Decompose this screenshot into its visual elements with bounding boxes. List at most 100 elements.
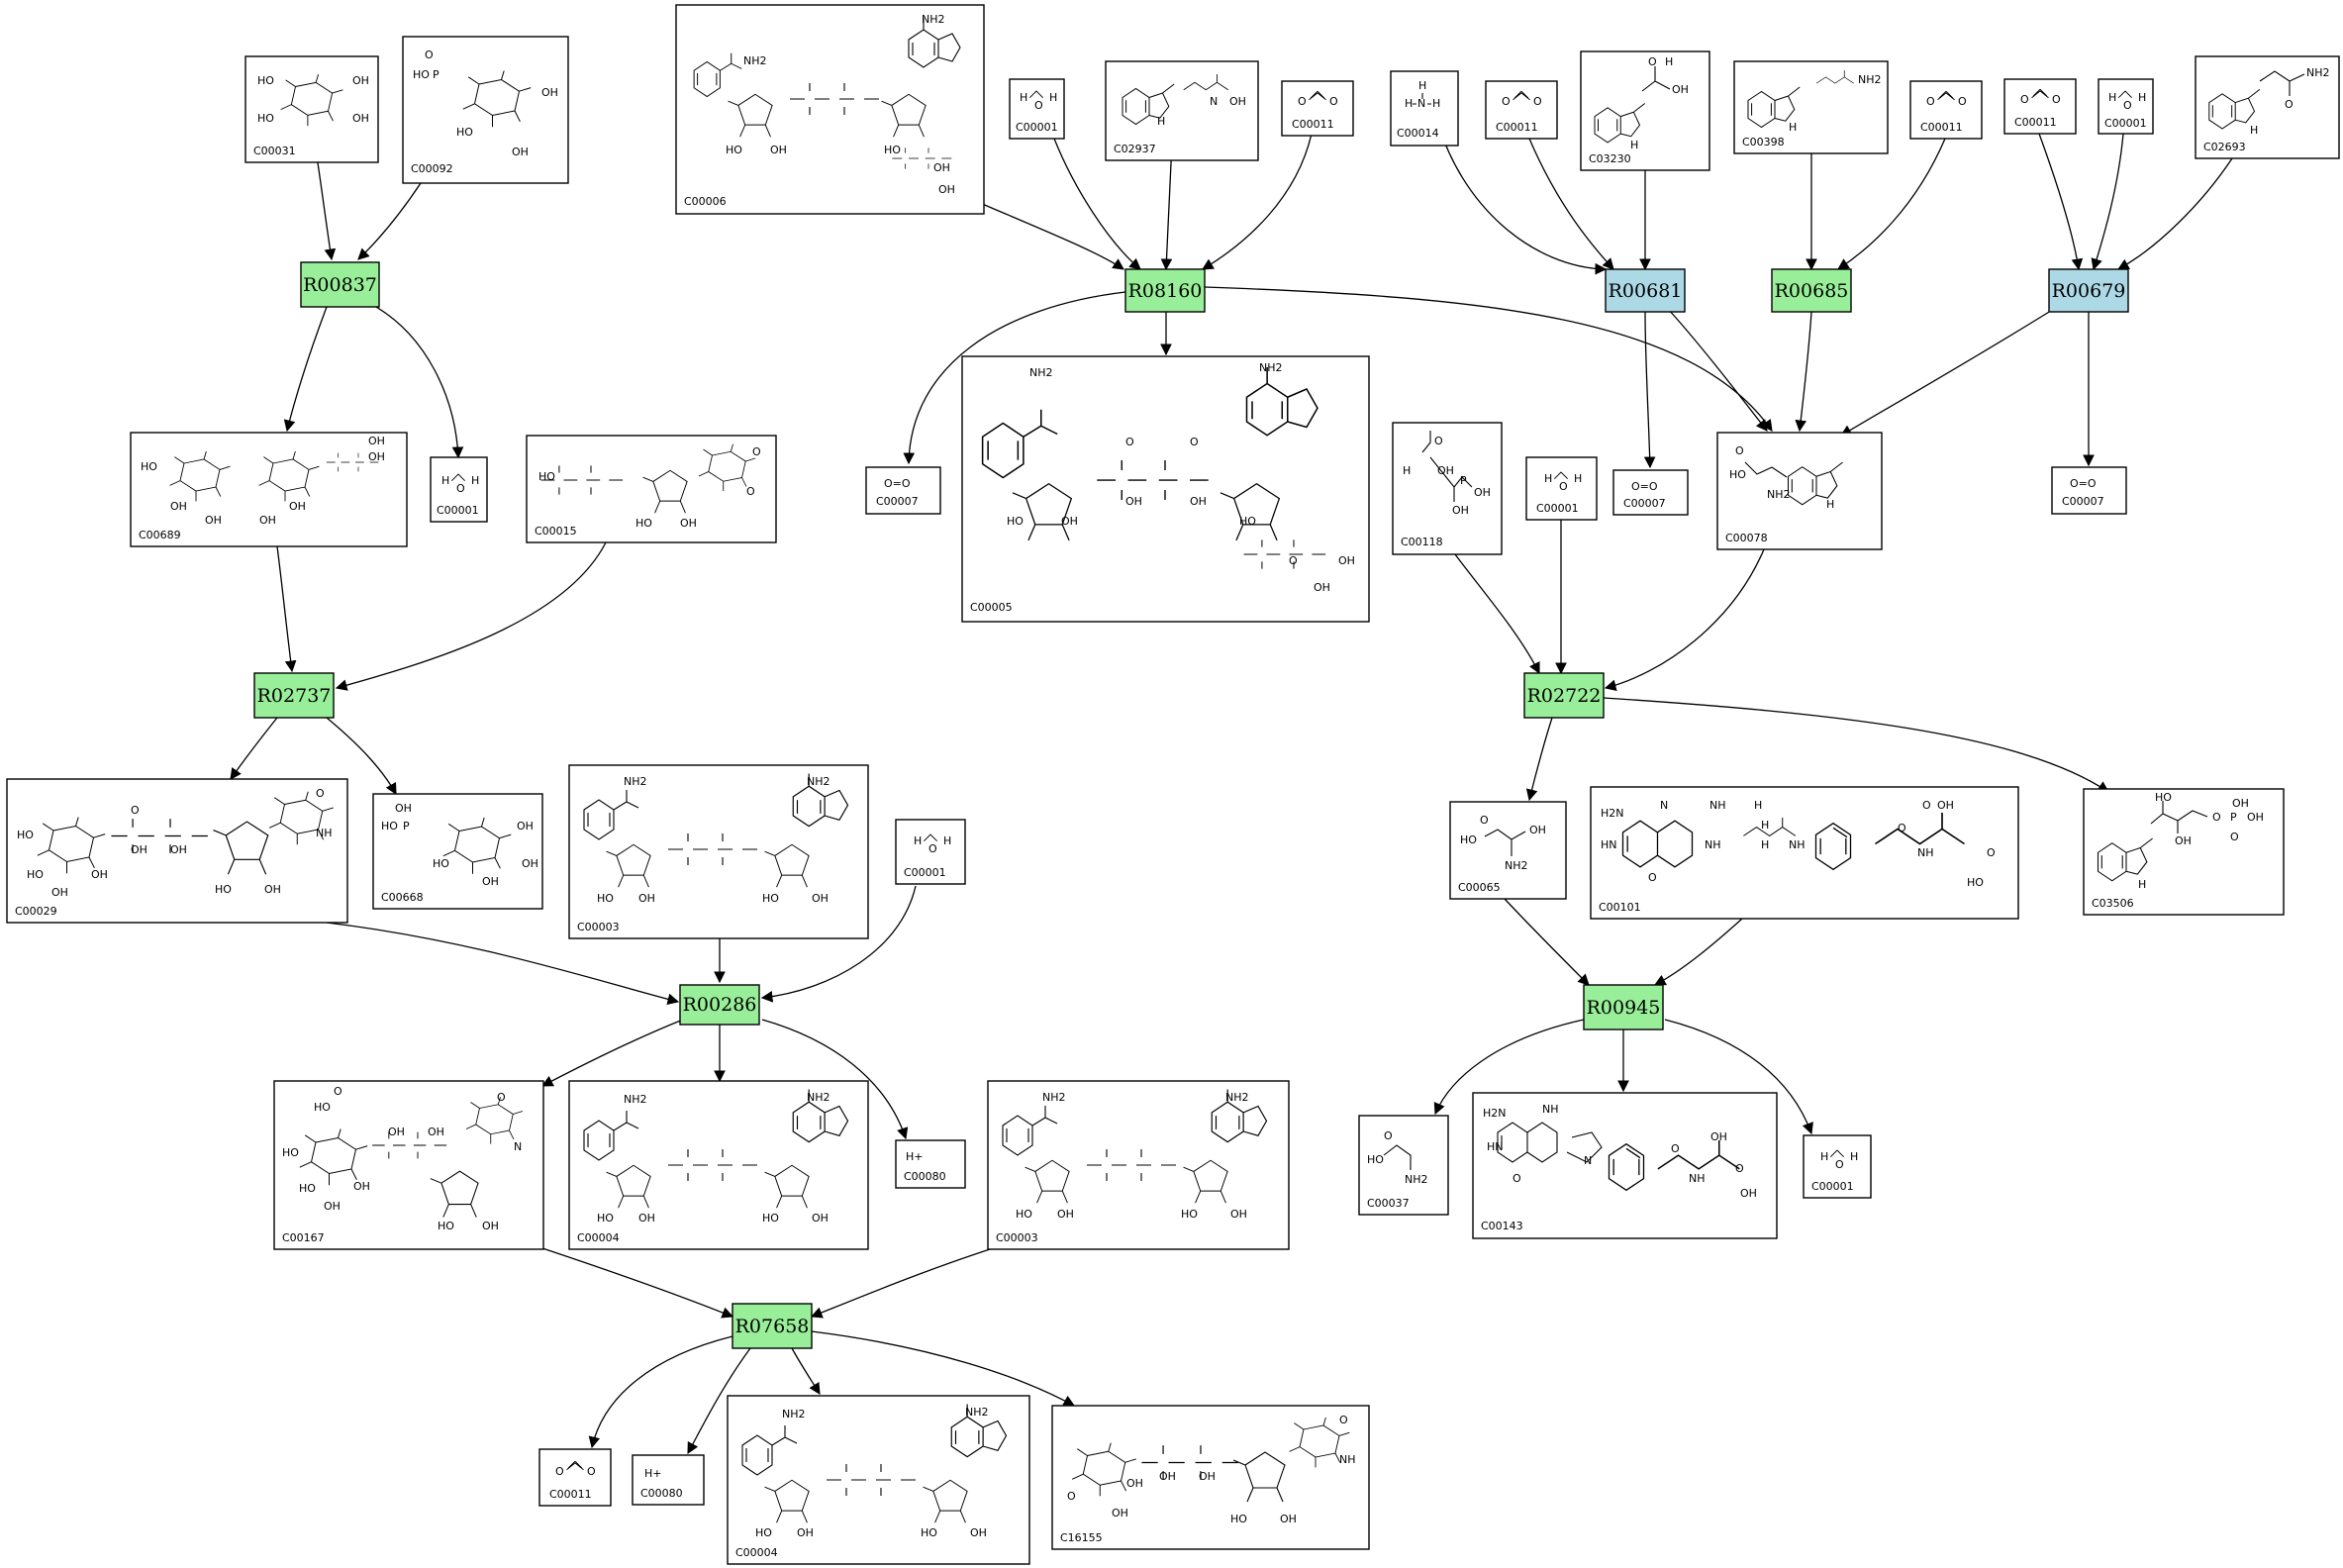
atom-label: HO (456, 126, 473, 139)
compound-c00001-e[interactable]: H O H C00001 (895, 819, 966, 885)
compound-c00080-b[interactable]: H+ C00080 (632, 1454, 705, 1506)
compound-c00118[interactable]: O H OH P OH OH C00118 (1392, 422, 1503, 555)
atom-label: O (1533, 95, 1542, 108)
compound-id-label: C00007 (1623, 497, 1666, 510)
compound-c00029[interactable]: HO HO OH OH O OH OH HO OH O NH C00029 (6, 778, 348, 924)
compound-c16155[interactable]: O OH OH OH OH HO OH O NH C16155 (1051, 1405, 1370, 1550)
compound-c00080-a[interactable]: H+ C00080 (895, 1139, 966, 1189)
compound-c00011-a[interactable]: O O C00011 (1281, 80, 1354, 137)
compound-c00037[interactable]: O HO NH2 C00037 (1358, 1115, 1449, 1216)
atom-label: OH (812, 892, 829, 905)
compound-c00167[interactable]: HO O HO HO OH OH OH OH HO OH O N C00167 (273, 1080, 544, 1250)
edge-r00679-c00078 (1839, 308, 2055, 437)
reaction-r00286[interactable]: R00286 (679, 984, 760, 1026)
atom-label: OH (1437, 464, 1454, 477)
atom-label: OH (1230, 1208, 1247, 1221)
compound-c00005[interactable]: NH2 NH2 O O OH OH HO OH HO O OH OH C0000… (961, 355, 1370, 623)
compound-c00004-a[interactable]: NH2 NH2 HO OH HO OH C00004 (568, 1080, 869, 1250)
compound-c00143[interactable]: H2N NH HN O N O NH OH O OH C00143 (1472, 1092, 1778, 1239)
atom-label: H (1789, 121, 1797, 134)
compound-c00065[interactable]: O HO OH NH2 C00065 (1449, 801, 1567, 900)
atom-label: O (2020, 93, 2029, 106)
atom-label: OH (1740, 1187, 1757, 1200)
edge-r07658-c16155 (811, 1330, 1076, 1407)
compound-c00031[interactable]: HO OH HO OH C00031 (244, 55, 379, 163)
atom-label: HO (257, 112, 274, 125)
atom-label: HO (1367, 1153, 1384, 1166)
compound-c00001-d[interactable]: H O H C00001 (1525, 456, 1598, 521)
atom-label: P (1460, 474, 1467, 487)
compound-c00001-f[interactable]: H O H C00001 (1803, 1134, 1872, 1199)
compound-c00004-b[interactable]: NH2 NH2 HO OH HO OH C00004 (727, 1395, 1030, 1565)
atom-label: HO (1016, 1208, 1032, 1221)
compound-c00101[interactable]: H2N N NH H H H NH HN NH O O NH OH O O HO… (1590, 786, 2019, 920)
edge-c00031-r00837 (316, 155, 337, 261)
atom-label: NH2 (1767, 488, 1791, 501)
compound-c00007-b[interactable]: O=O C00007 (1612, 469, 1689, 516)
compound-id-label: C00080 (904, 1170, 946, 1183)
compound-c00092[interactable]: O HO P OH HO OH C00092 (402, 36, 569, 184)
compound-c00007-c[interactable]: O=O C00007 (2051, 466, 2127, 515)
atom-label: H (1761, 819, 1769, 832)
reaction-r00945[interactable]: R00945 (1583, 984, 1664, 1030)
atom-label: NH2 (807, 775, 830, 788)
compound-c00011-d[interactable]: O O C00011 (2003, 78, 2077, 135)
compound-id-label: C00065 (1458, 881, 1501, 894)
compound-id-label: C00001 (1536, 502, 1579, 515)
reaction-r00837[interactable]: R00837 (300, 261, 380, 308)
reaction-r00681[interactable]: R00681 (1605, 268, 1686, 313)
compound-c00668[interactable]: OH HO P OH HO OH OH C00668 (372, 793, 543, 910)
atom-label: OH (1672, 83, 1689, 96)
atom-label: OH (933, 161, 950, 174)
compound-id-label: C00118 (1401, 536, 1443, 548)
compound-c02937[interactable]: N OH H C02937 (1105, 60, 1259, 161)
compound-id-label: C00015 (535, 525, 577, 538)
atom-label: NH (1339, 1453, 1356, 1466)
compound-c00001-a[interactable]: H O H C00001 (1009, 78, 1065, 140)
compound-c00001-b[interactable]: H O H C00001 (2098, 78, 2154, 135)
edge-r02722-c03506 (1603, 697, 2109, 793)
atom-label: H (1405, 97, 1413, 110)
reaction-label: R00685 (1775, 280, 1849, 302)
atom-label: OH (680, 517, 697, 530)
atom-label: OH (1338, 554, 1355, 567)
compound-c00007-a[interactable]: O=O C00007 (865, 466, 941, 515)
compound-id-label: C03506 (2092, 897, 2134, 910)
compound-c00003-a[interactable]: NH2 NH2 HO OH HO OH C00003 (568, 764, 869, 939)
compound-c02693[interactable]: NH2 O H C02693 (2195, 55, 2340, 159)
reaction-r00685[interactable]: R00685 (1771, 268, 1852, 313)
atom-label: P (403, 820, 410, 833)
compound-c00011-b[interactable]: O O C00011 (1485, 80, 1558, 140)
compound-c00078[interactable]: O HO NH2 H C00078 (1716, 432, 1883, 550)
compound-c00011-c[interactable]: O O C00011 (1909, 80, 1983, 140)
compound-c00014[interactable]: H H N H C00014 (1390, 70, 1459, 147)
compound-c00689[interactable]: HO OH OH OH OH OH OH C00689 (130, 432, 408, 547)
edge-c00011a-r08160 (1201, 133, 1313, 270)
reaction-r02737[interactable]: R02737 (253, 672, 335, 719)
reaction-label: R00945 (1587, 997, 1661, 1019)
compound-id-label: C00167 (282, 1231, 325, 1244)
atom-label: O (497, 1091, 506, 1104)
compound-c00001-c[interactable]: H O H C00001 (430, 456, 488, 523)
atom-label: OH (388, 1126, 405, 1138)
reaction-r02722[interactable]: R02722 (1523, 672, 1605, 719)
compound-id-label: C00004 (577, 1231, 620, 1244)
atom-label: H (2250, 124, 2258, 137)
compound-id-label: C00689 (139, 529, 181, 541)
atom-label: NH (1689, 1172, 1706, 1185)
compound-c00011-e[interactable]: O O C00011 (538, 1448, 612, 1507)
atom-label: O (1671, 1142, 1680, 1155)
compound-c03230[interactable]: O H OH H C03230 (1580, 50, 1710, 171)
reaction-r07658[interactable]: R07658 (732, 1303, 813, 1349)
reaction-r00679[interactable]: R00679 (2048, 268, 2129, 313)
compound-c00006[interactable]: NH2 NH2 HO OH HO OH OH C00006 (675, 4, 985, 215)
compound-c03506[interactable]: HO OH OH O P OH O H C03506 (2083, 788, 2285, 916)
compound-c00003-b[interactable]: NH2 NH2 HO OH HO OH C00003 (987, 1080, 1290, 1250)
reaction-r08160[interactable]: R08160 (1124, 268, 1206, 313)
compound-c00015[interactable]: HO HO OH O O C00015 (526, 435, 777, 543)
reaction-label: R00681 (1609, 280, 1683, 302)
compound-id-label: C02693 (2203, 141, 2246, 153)
compound-c00398[interactable]: NH2 H C00398 (1733, 60, 1889, 154)
atom-label: H (1432, 97, 1440, 110)
compound-id-label: C00398 (1742, 136, 1785, 148)
